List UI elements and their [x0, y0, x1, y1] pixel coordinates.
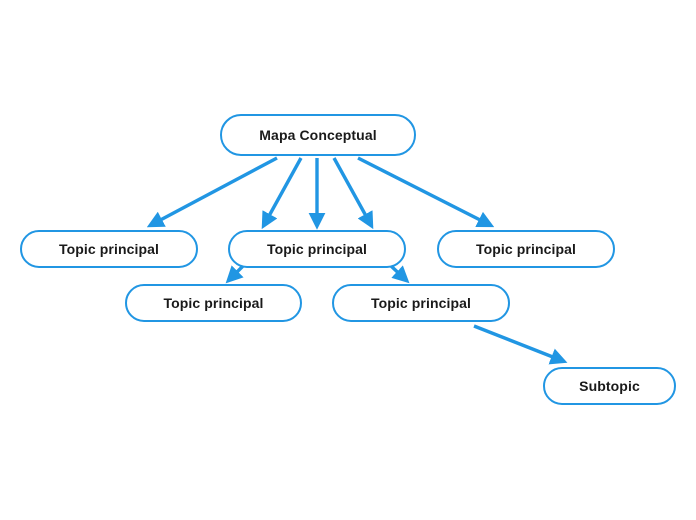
- node-topic-principal-3[interactable]: Topic principal: [437, 230, 615, 268]
- node-label: Topic principal: [163, 295, 264, 311]
- node-label: Topic principal: [266, 241, 368, 257]
- edge-topic-5-to-subtopic: [473, 324, 568, 365]
- edge-root-to-topic-1: [146, 156, 278, 228]
- node-label: Topic principal: [58, 241, 160, 257]
- node-topic-principal-5[interactable]: Topic principal: [332, 284, 510, 322]
- node-mapa-conceptual[interactable]: Mapa Conceptual: [220, 114, 416, 156]
- edge-topic-2-to-topic-5: [389, 264, 410, 284]
- node-topic-principal-1[interactable]: Topic principal: [20, 230, 198, 268]
- edge-root-to-topic-2-left: [261, 157, 303, 230]
- edge-root-to-topic-3: [357, 156, 495, 228]
- node-topic-principal-4[interactable]: Topic principal: [125, 284, 302, 322]
- node-label: Topic principal: [475, 241, 577, 257]
- node-label: Mapa Conceptual: [259, 127, 377, 143]
- edge-topic-2-to-topic-4: [225, 264, 245, 284]
- node-subtopic[interactable]: Subtopic: [543, 367, 676, 405]
- node-topic-principal-2[interactable]: Topic principal: [228, 230, 406, 268]
- node-label: Topic principal: [370, 295, 472, 311]
- node-label: Subtopic: [579, 378, 640, 394]
- edge-root-to-topic-2-right: [332, 157, 374, 230]
